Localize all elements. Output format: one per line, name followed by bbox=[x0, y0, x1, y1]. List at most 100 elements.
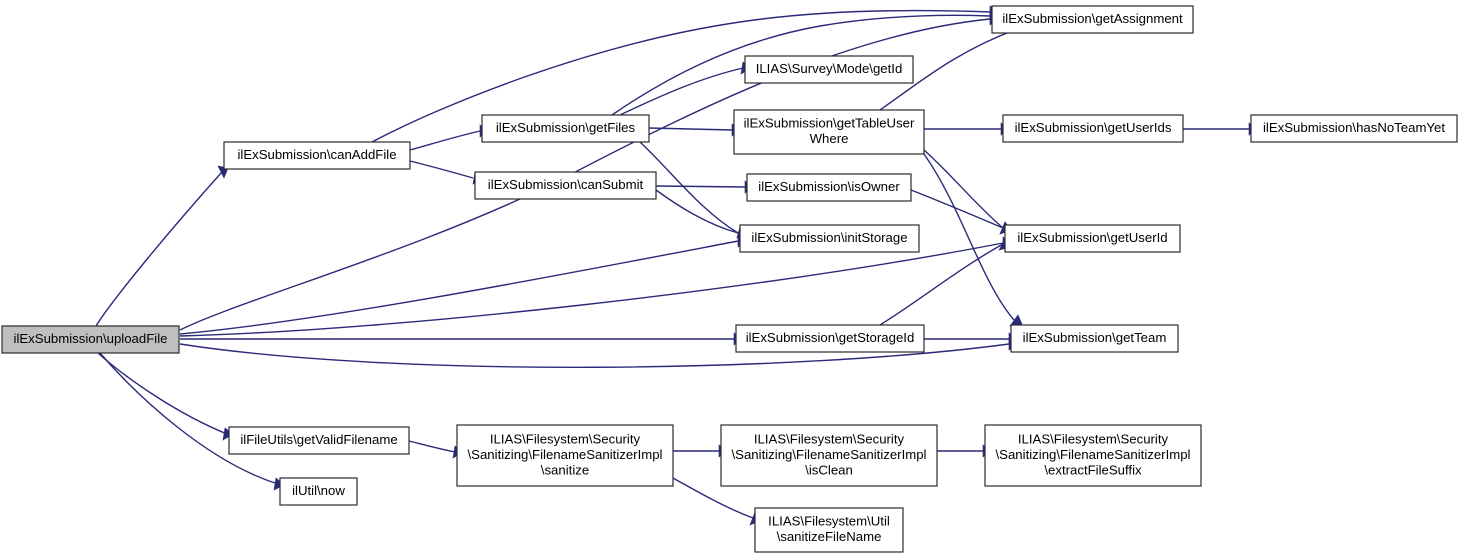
edge-getUserIds-to-hasNoTeamYet bbox=[1183, 122, 1258, 136]
graph-node-getUserId[interactable]: ilExSubmission\getUserId bbox=[1004, 224, 1181, 253]
edge-getValidFilename-to-sanitize bbox=[408, 440, 464, 459]
node-box[interactable] bbox=[1010, 324, 1179, 353]
node-box[interactable] bbox=[733, 109, 925, 155]
graph-node-sanitize[interactable]: ILIAS\Filesystem\Security\Sanitizing\Fil… bbox=[456, 424, 674, 487]
node-label: ILIAS\Filesystem\Security bbox=[1018, 431, 1169, 446]
node-box[interactable] bbox=[739, 224, 920, 253]
node-label: ILIAS\Filesystem\Security bbox=[490, 431, 641, 446]
node-box[interactable] bbox=[991, 5, 1194, 34]
edge-line bbox=[97, 352, 228, 435]
node-box[interactable] bbox=[754, 507, 904, 553]
graph-node-hasNoTeamYet[interactable]: ilExSubmission\hasNoTeamYet bbox=[1250, 114, 1458, 143]
graph-node-getAssignment[interactable]: ilExSubmission\getAssignment bbox=[991, 5, 1194, 34]
edge-uploadFile-to-canAddFile bbox=[95, 165, 229, 327]
graph-node-isOwner[interactable]: ilExSubmission\isOwner bbox=[746, 173, 912, 202]
node-box[interactable] bbox=[984, 424, 1202, 487]
edge-canSubmit-to-isOwner bbox=[655, 180, 754, 194]
node-label: \sanitizeFileName bbox=[777, 529, 882, 544]
graph-node-getValidFilename[interactable]: ilFileUtils\getValidFilename bbox=[228, 426, 410, 455]
edge-line bbox=[923, 153, 1015, 321]
node-box[interactable] bbox=[1002, 114, 1184, 143]
node-label: ilExSubmission\getTeam bbox=[1023, 330, 1167, 345]
edge-isOwner-to-getUserId bbox=[910, 189, 1012, 235]
edge-layer bbox=[95, 5, 1258, 526]
edge-getTableUserWhere-to-getUserIds bbox=[924, 122, 1010, 136]
edge-line bbox=[879, 27, 1021, 111]
node-label: \isClean bbox=[805, 462, 853, 477]
edge-uploadFile-to-ilUtilNow bbox=[99, 352, 285, 491]
node-layer: ilExSubmission\uploadFile ilExSubmission\… bbox=[1, 5, 1458, 553]
graph-node-getStorageId[interactable]: ilExSubmission\getStorageId bbox=[735, 324, 925, 353]
node-box[interactable] bbox=[746, 173, 912, 202]
node-label: Where bbox=[810, 131, 849, 146]
graph-node-extractFileSuffix[interactable]: ILIAS\Filesystem\Security\Sanitizing\Fil… bbox=[984, 424, 1202, 487]
node-label: ILIAS\Survey\Mode\getId bbox=[756, 61, 903, 76]
node-box[interactable] bbox=[228, 426, 410, 455]
node-label: ilExSubmission\getUserId bbox=[1017, 230, 1167, 245]
node-label: ilExSubmission\hasNoTeamYet bbox=[1263, 120, 1445, 135]
node-label: ilExSubmission\uploadFile bbox=[14, 331, 168, 346]
edge-line bbox=[409, 130, 481, 151]
graph-node-getFiles[interactable]: ilExSubmission\getFiles bbox=[481, 114, 650, 143]
edge-line bbox=[879, 243, 1004, 326]
node-label: ilExSubmission\getFiles bbox=[496, 120, 636, 135]
edge-uploadFile-to-getValidFilename bbox=[97, 352, 234, 441]
node-box[interactable] bbox=[1004, 224, 1181, 253]
node-label: \Sanitizing\FilenameSanitizerImpl bbox=[468, 447, 663, 462]
graph-node-surveyModeGetId[interactable]: ILIAS\Survey\Mode\getId bbox=[744, 55, 914, 84]
node-box[interactable] bbox=[474, 171, 657, 200]
graph-node-sanitizeFileName[interactable]: ILIAS\Filesystem\Util\sanitizeFileName bbox=[754, 507, 904, 553]
edge-line bbox=[655, 189, 739, 234]
node-label: ILIAS\Filesystem\Util bbox=[768, 514, 890, 529]
node-box[interactable] bbox=[1, 325, 180, 354]
node-label: ilExSubmission\getTableUser bbox=[744, 116, 915, 131]
graph-node-initStorage[interactable]: ilExSubmission\initStorage bbox=[739, 224, 920, 253]
edge-line bbox=[672, 477, 754, 519]
graph-node-getUserIds[interactable]: ilExSubmission\getUserIds bbox=[1002, 114, 1184, 143]
graph-node-canSubmit[interactable]: ilExSubmission\canSubmit bbox=[474, 171, 657, 200]
edge-line bbox=[611, 14, 991, 116]
edge-line bbox=[408, 440, 456, 453]
edge-canAddFile-to-canSubmit bbox=[409, 160, 484, 185]
node-label: ILIAS\Filesystem\Security bbox=[754, 431, 905, 446]
node-label: ilExSubmission\initStorage bbox=[751, 230, 907, 245]
node-label: ilExSubmission\getAssignment bbox=[1002, 11, 1183, 26]
edge-line bbox=[655, 185, 746, 188]
edge-canAddFile-to-getFiles bbox=[409, 124, 489, 151]
node-label: ilFileUtils\getValidFilename bbox=[240, 432, 397, 447]
edge-line bbox=[95, 171, 223, 327]
node-label: ilExSubmission\getUserIds bbox=[1015, 120, 1172, 135]
node-box[interactable] bbox=[481, 114, 650, 143]
node-box[interactable] bbox=[456, 424, 674, 487]
graph-node-canAddFile[interactable]: ilExSubmission\canAddFile bbox=[223, 141, 411, 170]
graph-node-getTeam[interactable]: ilExSubmission\getTeam bbox=[1010, 324, 1179, 353]
edge-isClean-to-extractFileSuffix bbox=[937, 444, 992, 458]
edge-line bbox=[923, 149, 1004, 229]
edge-line bbox=[910, 189, 1004, 229]
edge-line bbox=[619, 67, 744, 116]
node-label: \Sanitizing\FilenameSanitizerImpl bbox=[996, 447, 1191, 462]
graph-node-ilUtilNow[interactable]: ilUtil\now bbox=[279, 477, 358, 506]
node-label: ilExSubmission\isOwner bbox=[758, 179, 900, 194]
edge-line bbox=[409, 160, 474, 179]
edge-getFiles-to-getTableUserWhere bbox=[648, 123, 741, 137]
node-box[interactable] bbox=[279, 477, 358, 506]
graph-node-isClean[interactable]: ILIAS\Filesystem\Security\Sanitizing\Fil… bbox=[720, 424, 938, 487]
graph-node-uploadFile[interactable]: ilExSubmission\uploadFile bbox=[1, 325, 180, 354]
edge-uploadFile-to-getStorageId bbox=[180, 332, 743, 346]
node-label: ilExSubmission\getStorageId bbox=[746, 330, 915, 345]
node-box[interactable] bbox=[223, 141, 411, 170]
edge-line bbox=[648, 127, 733, 131]
node-label: \Sanitizing\FilenameSanitizerImpl bbox=[732, 447, 927, 462]
node-box[interactable] bbox=[720, 424, 938, 487]
edge-line bbox=[371, 9, 991, 143]
node-box[interactable] bbox=[1250, 114, 1458, 143]
node-box[interactable] bbox=[744, 55, 914, 84]
edge-line bbox=[179, 240, 739, 335]
node-box[interactable] bbox=[735, 324, 925, 353]
edge-line bbox=[179, 343, 1010, 368]
edge-sanitize-to-isClean bbox=[673, 444, 728, 458]
